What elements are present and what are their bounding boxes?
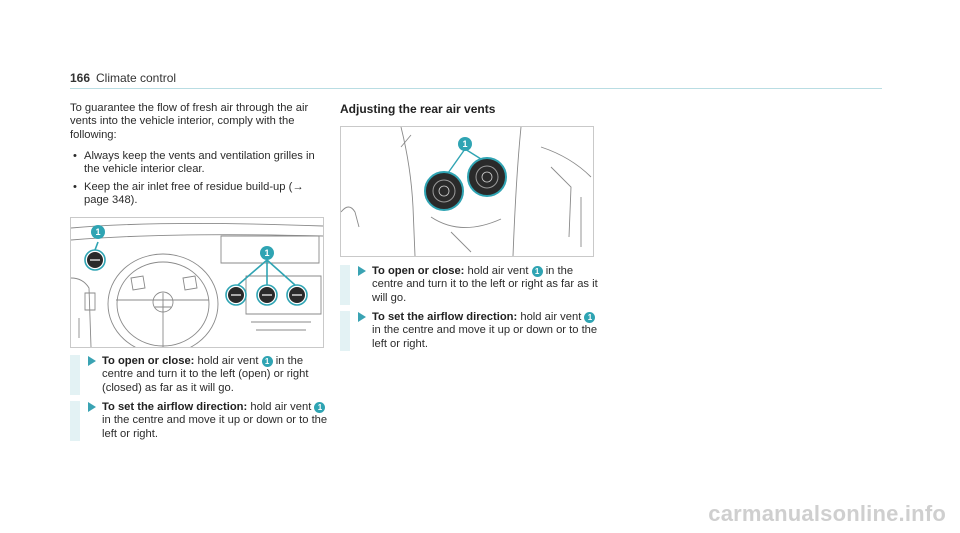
- step-label: To open or close:: [102, 355, 195, 367]
- callout-badge-icon: [458, 137, 472, 151]
- step-text: To open or close: hold air vent 1 in the…: [372, 265, 602, 305]
- rear-vents-illustration: 1: [340, 126, 594, 257]
- step-pre: hold air vent: [520, 311, 582, 323]
- svg-text:1: 1: [462, 139, 467, 149]
- step-arrow-icon: [358, 312, 366, 322]
- step-post: in the centre and turn it to the left (o…: [102, 355, 309, 394]
- bullet-item: • Always keep the vents and ventilation …: [70, 150, 330, 177]
- rear-console-drawing: 1: [341, 127, 592, 256]
- step-label: To set the airflow direction:: [102, 401, 248, 413]
- bullet-item: • Keep the air inlet free of residue bui…: [70, 181, 330, 208]
- step-arrow-icon: [88, 356, 96, 366]
- step-label: To open or close:: [372, 265, 465, 277]
- instruction-step: To open or close: hold air vent 1 in the…: [340, 265, 602, 305]
- step-post: in the centre and move it up or down or …: [372, 324, 598, 350]
- callout-badge-icon: 1: [261, 356, 273, 367]
- instruction-step: To set the airflow direction: hold air v…: [70, 401, 332, 441]
- callout-badge-icon: 1: [584, 312, 596, 323]
- step-post: in the centre and move it up or down or …: [102, 414, 328, 440]
- step-pre: hold air vent: [467, 265, 529, 277]
- front-vents-illustration: 1 1: [70, 217, 324, 348]
- callout-badge-icon: 1: [531, 266, 543, 277]
- step-text: To set the airflow direction: hold air v…: [102, 401, 332, 441]
- callout-badge-icon: [91, 225, 105, 239]
- intro-bullets: • Always keep the vents and ventilation …: [70, 150, 330, 212]
- step-bar: [340, 311, 350, 351]
- bullet-text: Keep the air inlet free of residue build…: [84, 180, 304, 207]
- step-bar: [70, 355, 80, 395]
- intro-paragraph: To guarantee the flow of fresh air throu…: [70, 102, 309, 141]
- section-title: Adjusting the rear air vents: [340, 102, 496, 116]
- step-bar: [70, 401, 80, 441]
- svg-text:1: 1: [264, 248, 269, 258]
- watermark: carmanualsonline.info: [708, 501, 946, 526]
- step-bar: [340, 265, 350, 305]
- page-number: 166: [70, 71, 91, 85]
- svg-text:1: 1: [95, 227, 100, 237]
- step-text: To set the airflow direction: hold air v…: [372, 311, 602, 351]
- step-post: in the centre and turn it to the left or…: [372, 265, 598, 304]
- chapter-title: Climate control: [96, 71, 177, 85]
- dashboard-drawing: 1 1: [71, 222, 323, 347]
- header-divider: [70, 88, 882, 89]
- instruction-step: To set the airflow direction: hold air v…: [340, 311, 602, 351]
- step-pre: hold air vent: [250, 401, 312, 413]
- bullet-dot-icon: •: [73, 150, 77, 162]
- step-label: To set the airflow direction:: [372, 311, 518, 323]
- bullet-text: Always keep the vents and ventilation gr…: [84, 150, 315, 176]
- step-arrow-icon: [358, 266, 366, 276]
- step-text: To open or close: hold air vent 1 in the…: [102, 355, 332, 395]
- step-arrow-icon: [88, 402, 96, 412]
- callout-badge-icon: [260, 246, 274, 260]
- step-pre: hold air vent: [197, 355, 259, 367]
- bullet-dot-icon: •: [73, 180, 77, 193]
- callout-badge-icon: 1: [314, 402, 326, 413]
- instruction-step: To open or close: hold air vent 1 in the…: [70, 355, 332, 395]
